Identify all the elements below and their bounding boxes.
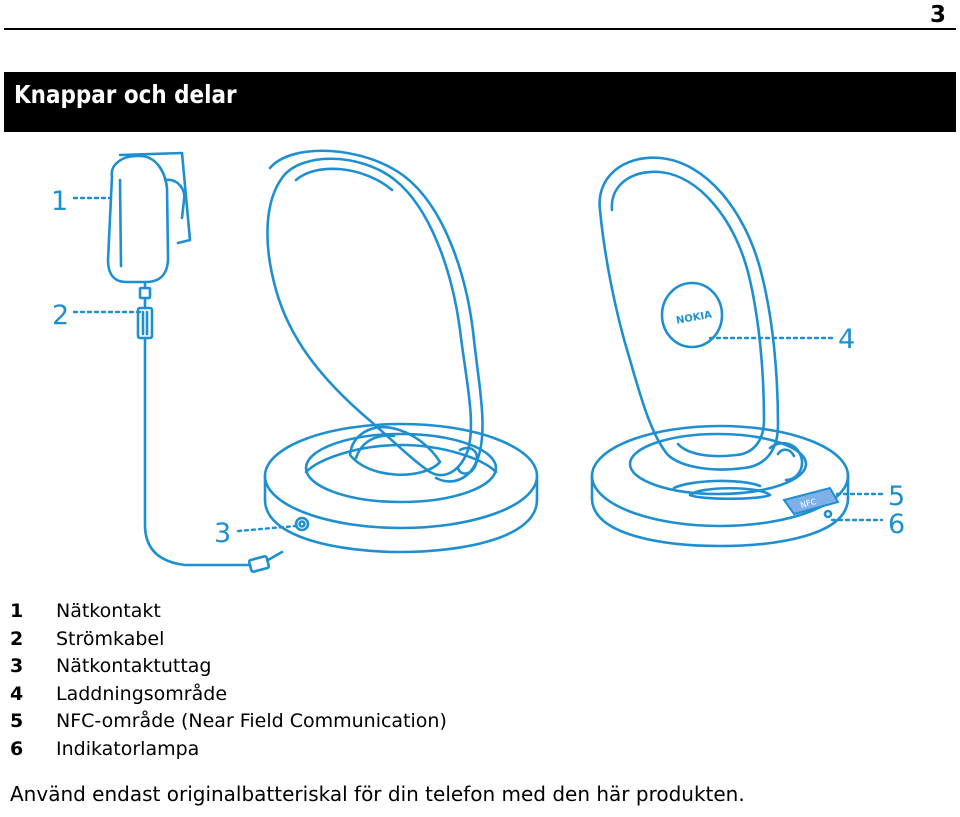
part-label: Laddningsområde [56, 682, 228, 705]
callout-3: 3 [214, 518, 231, 549]
callout-leaders [72, 196, 884, 533]
callout-4: 4 [838, 324, 855, 355]
list-item: 5 NFC-område (Near Field Communication) [10, 708, 447, 736]
part-number: 4 [10, 682, 24, 705]
part-number: 2 [10, 627, 24, 650]
list-item: 6 Indikatorlampa [10, 736, 447, 764]
part-label: Strömkabel [56, 627, 165, 650]
part-label: NFC-område (Near Field Communication) [56, 710, 447, 732]
callout-2: 2 [52, 300, 69, 331]
logo-text: NOKIA [675, 310, 713, 327]
nfc-label: NFC [799, 497, 817, 510]
list-item: 1 Nätkontakt [10, 598, 447, 626]
nfc-patch [782, 486, 840, 516]
section-title-bar: Knappar och delar [4, 72, 956, 132]
part-number: 3 [10, 655, 24, 677]
charger-illustration: NFC NOKIA 1 2 3 4 5 6 [51, 149, 905, 573]
part-number: 1 [10, 600, 24, 622]
header-rule [4, 28, 956, 30]
callout-5: 5 [888, 481, 905, 512]
part-label: Indikatorlampa [56, 737, 200, 760]
callout-6: 6 [888, 509, 905, 540]
part-number: 6 [10, 737, 24, 760]
usage-note: Använd endast originalbatteriskal för di… [10, 782, 745, 806]
list-item: 3 Nätkontaktuttag [10, 653, 447, 681]
wall-plug [106, 151, 192, 284]
section-title: Knappar och delar [14, 80, 237, 109]
parts-list: 1 Nätkontakt 2 Strömkabel 3 Nätkontaktuttag… [10, 598, 447, 763]
page-number: 3 [929, 2, 946, 28]
part-label: Nätkontakt [56, 600, 161, 622]
charger-right [590, 156, 850, 548]
callout-1: 1 [51, 186, 68, 217]
charger-left [263, 149, 539, 554]
list-item: 2 Strömkabel [10, 626, 447, 654]
part-number: 5 [10, 710, 24, 732]
list-item: 4 Laddningsområde [10, 681, 447, 709]
part-label: Nätkontaktuttag [56, 655, 212, 677]
power-cable [136, 280, 284, 573]
